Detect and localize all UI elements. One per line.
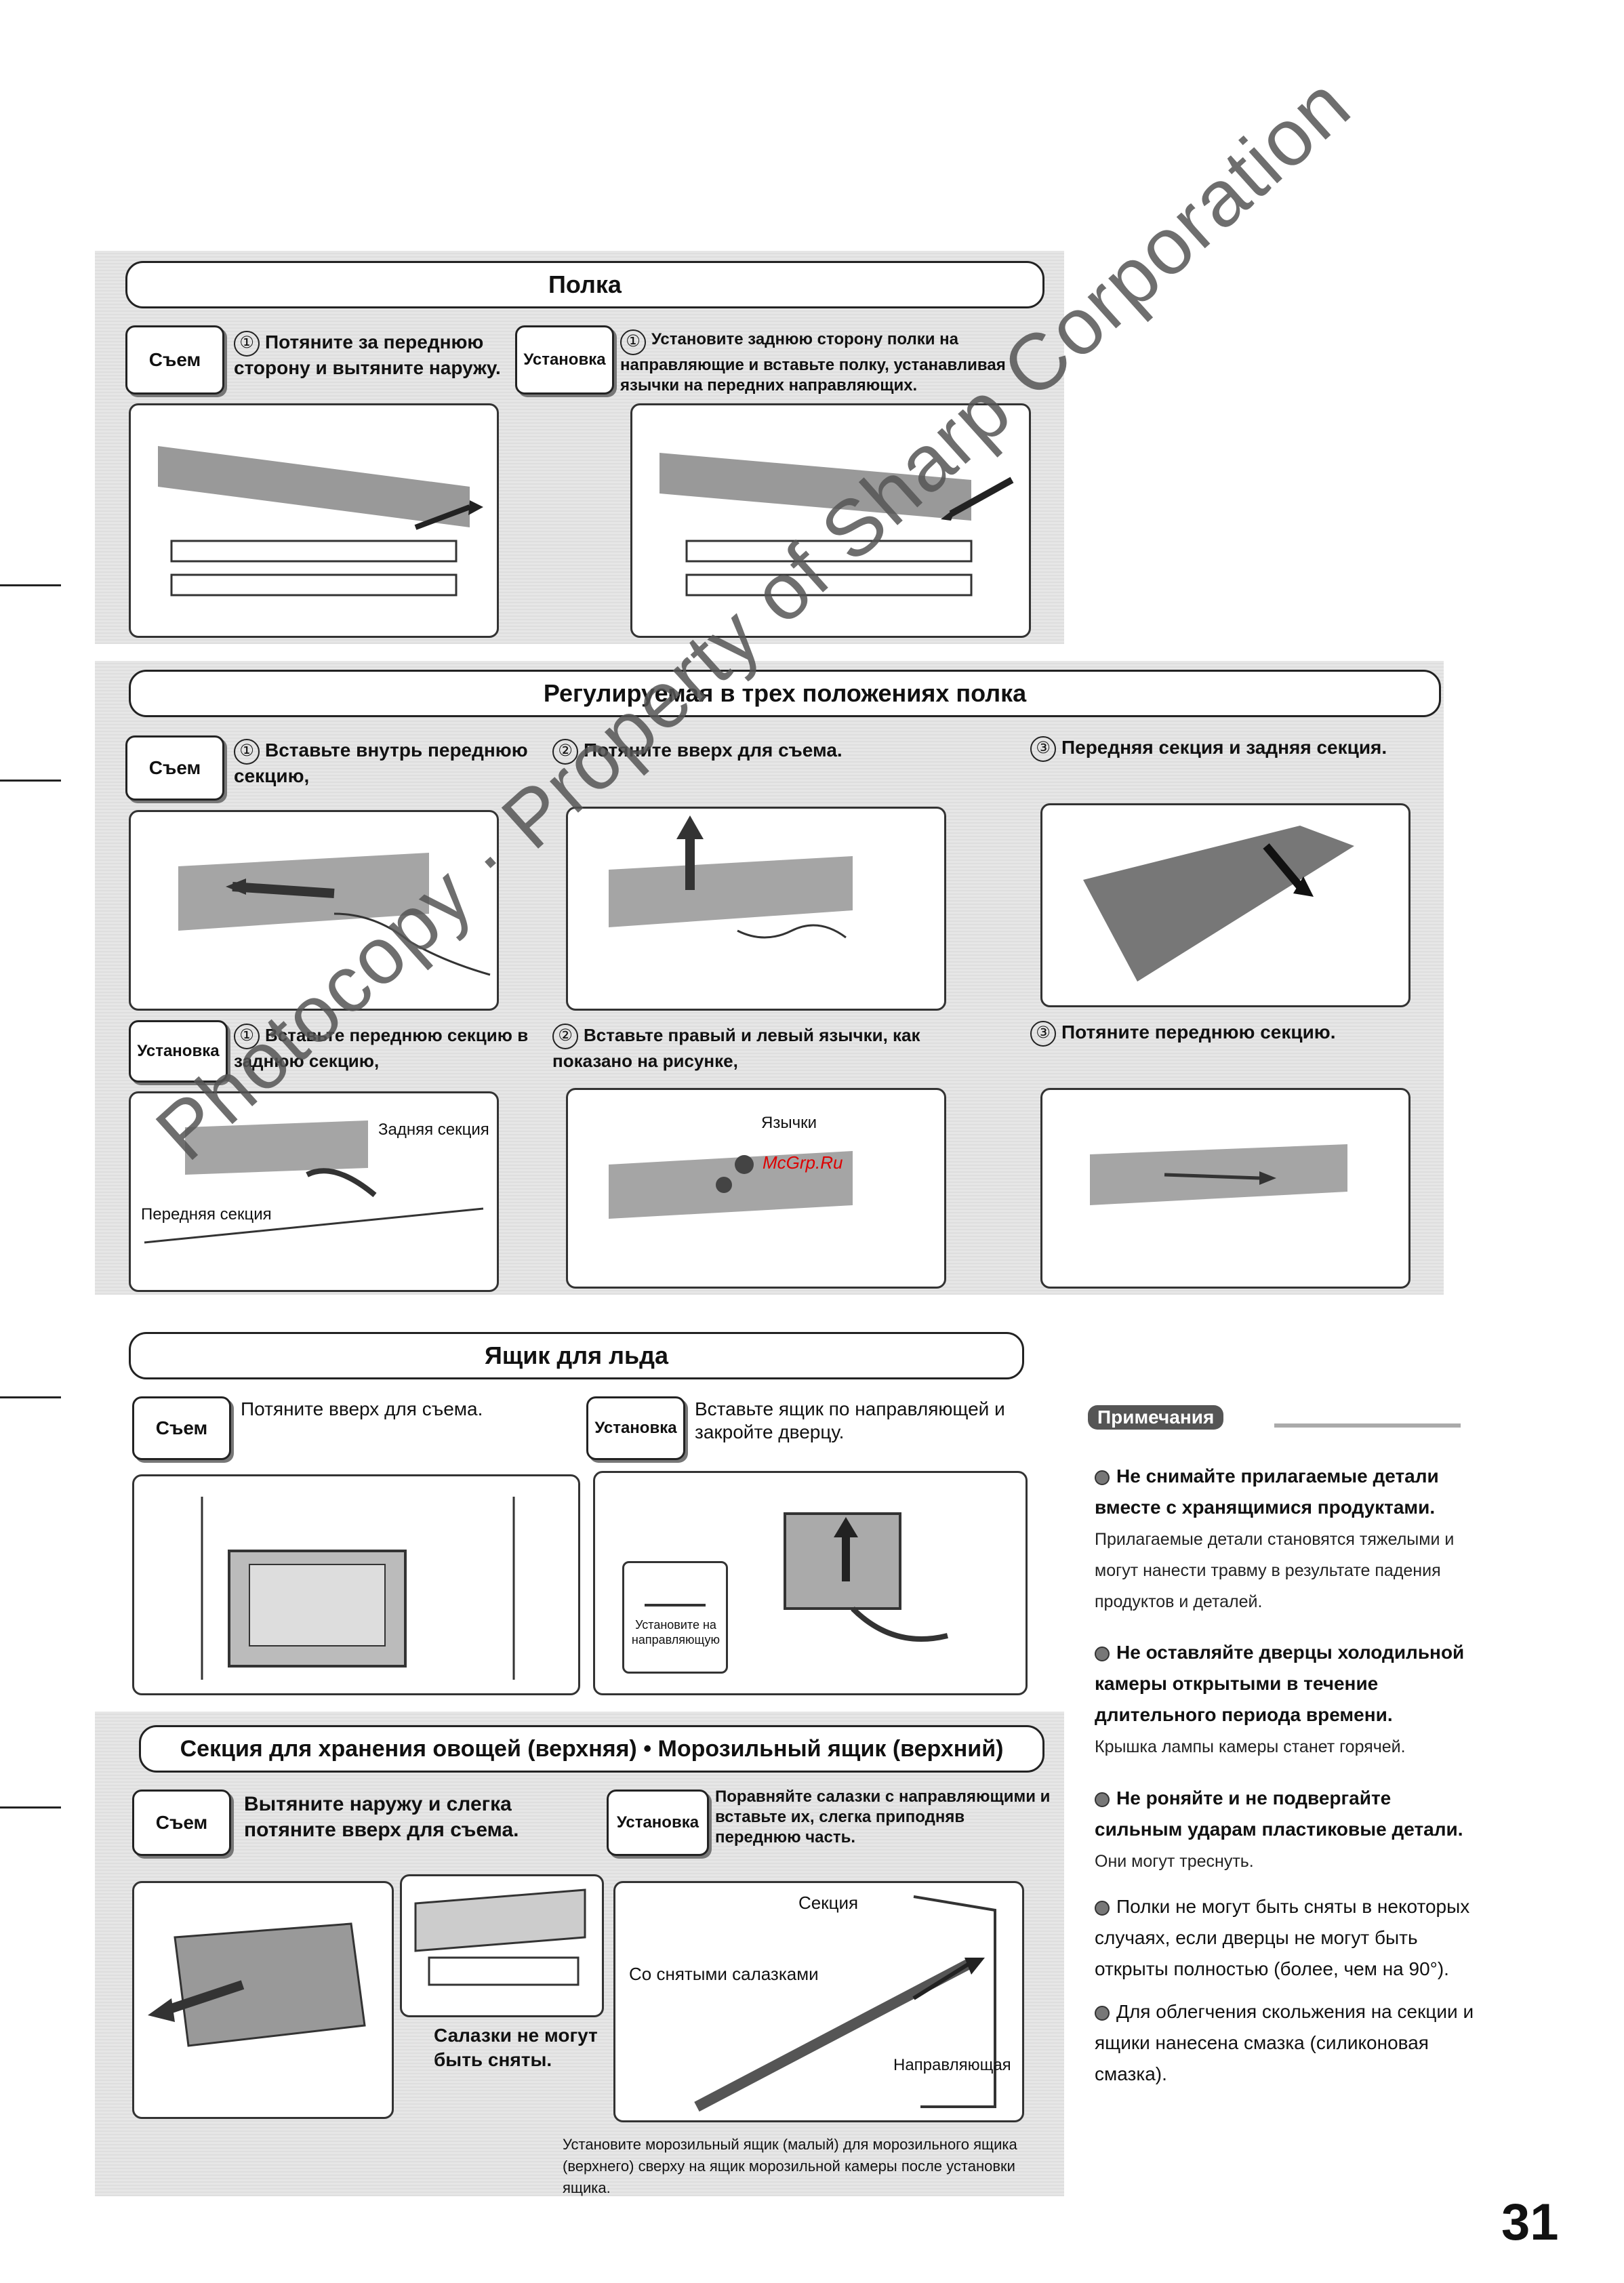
shelf-title: Полка [125,261,1044,308]
ice-inset-label: Установите на направляющую [628,1617,723,1647]
ice-remove-tag: Съем [132,1396,231,1460]
margin-marker [0,1806,61,1809]
shelf-remove-illustration [129,403,499,638]
notes-title-rule [1274,1423,1461,1428]
adjustable-shelf-title: Регулируемая в трех положениях полка [129,670,1441,717]
page-number: 31 [1501,2193,1559,2252]
margin-marker [0,584,61,586]
ice-inset-box: Установите на направляющую [622,1561,728,1674]
guide-label: Направляющая [893,2056,1011,2075]
vegetable-remove-illustration [132,1881,394,2119]
vegetable-title: Секция для хранения овощей (верхняя) • М… [139,1725,1044,1773]
ice-box-title: Ящик для льда [129,1332,1024,1379]
site-watermark: McGrp.Ru [763,1152,843,1173]
rear-section-label: Задняя секция [378,1120,489,1139]
note-1: Не снимайте прилагаемые детали вместе с … [1095,1461,1474,1617]
adjustable-remove-illustration-3 [1040,803,1410,1007]
bullet-icon [1095,2006,1110,2021]
bullet-icon [1095,1792,1110,1807]
step-number: ③ [1030,1021,1056,1047]
bullet-icon [1095,1901,1110,1916]
vegetable-install-tag: Установка [607,1790,709,1856]
vegetable-footnote: Установите морозильный ящик (малый) для … [563,2134,1057,2199]
tabs-label: Язычки [761,1114,817,1133]
adjustable-remove-tag: Съем [125,735,224,801]
margin-marker [0,1396,61,1398]
removed-slides-label: Со снятыми салазками [629,1964,819,1983]
vegetable-install-step: Поравняйте салазки с направляющими и вст… [715,1787,1054,1848]
vegetable-detail-illustration [400,1874,604,2017]
adjustable-install-illustration-2: Язычки [566,1088,946,1289]
ice-install-illustration: Установите на направляющую [593,1471,1028,1695]
bullet-icon [1095,1646,1110,1661]
bullet-icon [1095,1470,1110,1485]
vegetable-remove-step: Вытяните наружу и слегка потяните вверх … [244,1792,556,1843]
front-section-label: Передняя секция [141,1205,272,1224]
note-4: Полки не могут быть сняты в некоторых сл… [1095,1891,1474,1985]
adjustable-install-illustration-3 [1040,1088,1410,1289]
slides-not-removable-label: Салазки не могут быть сняты. [434,2023,610,2072]
note-3: Не роняйте и не подвергайте сильным удар… [1095,1783,1474,1876]
note-2: Не оставляйте дверцы холодильной камеры … [1095,1637,1474,1762]
ice-remove-illustration [132,1474,580,1695]
step-number: ③ [1030,736,1056,762]
ice-inset-icon [645,1577,706,1607]
notes-title: Примечания [1088,1405,1223,1430]
step-number: ① [234,331,260,357]
ice-install-tag: Установка [586,1396,685,1460]
section-label: Секция [798,1893,858,1912]
adjustable-remove-illustration-2 [566,807,946,1011]
vegetable-remove-tag: Съем [132,1790,231,1856]
shelf-install-tag: Установка [515,325,614,395]
margin-marker [0,780,61,782]
step-number: ① [620,329,646,355]
vegetable-install-illustration: Секция Со снятыми салазками Направляющая [613,1881,1024,2122]
step-number: ② [552,1024,578,1049]
note-5: Для облегчения скольжения на секции и ящ… [1095,1996,1474,2090]
shelf-remove-tag: Съем [125,325,224,395]
ice-remove-step: Потяните вверх для съема. [241,1398,546,1421]
ice-install-step: Вставьте ящик по направляющей и закройте… [695,1398,1034,1444]
step-number: ① [234,739,260,765]
